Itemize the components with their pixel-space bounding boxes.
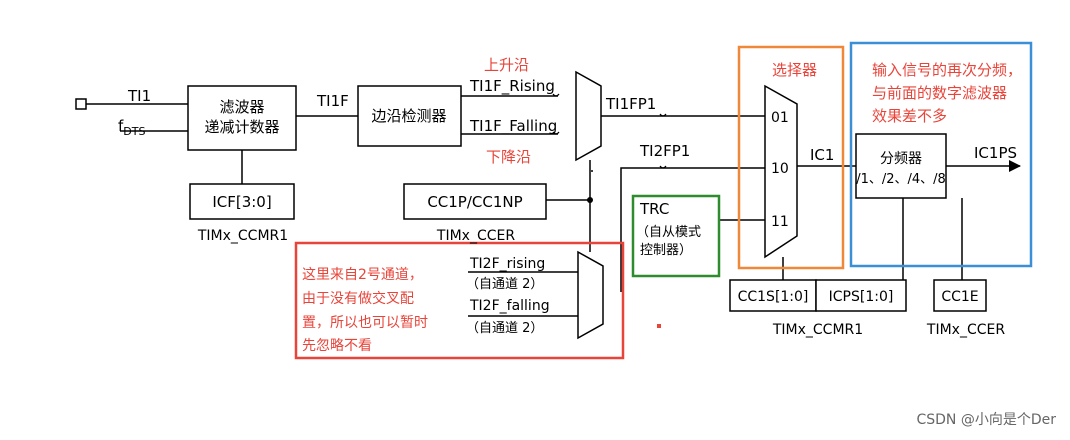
- cc1e-register-box: [933, 279, 987, 312]
- from-channel2-label-b: （自通道 2）: [466, 321, 543, 336]
- selector-highlight: [737, 45, 845, 270]
- cc1e-label: CC1E: [941, 289, 978, 305]
- ch2-note-line4: 先忽略不看: [302, 338, 372, 354]
- filter-block: [187, 85, 297, 151]
- mux-input-01: 01: [771, 110, 789, 126]
- red-dot: [657, 324, 661, 328]
- timx-ccmr1-left-label: TIMx_CCMR1: [197, 228, 288, 244]
- cc1p-register-box: [403, 183, 547, 220]
- prescale-note-line1: 输入信号的再次分频，: [872, 61, 1022, 79]
- icps-register-box: [815, 279, 907, 312]
- trc-line2: 控制器）: [640, 243, 692, 258]
- trc-line1: （自从模式: [636, 225, 701, 240]
- trc-title: TRC: [639, 200, 669, 218]
- falling-edge-annotation: 下降沿: [486, 148, 531, 166]
- junction-dot: [587, 197, 593, 203]
- edge-select-mux: [575, 70, 602, 162]
- ti2f-rising-label: TI2F_rising: [469, 256, 545, 272]
- ic1-label: IC1: [810, 146, 834, 164]
- timx-ccer-left-label: TIMx_CCER: [436, 228, 515, 244]
- wires: [86, 95, 1021, 317]
- timx-ccmr1-right-label: TIMx_CCMR1: [772, 322, 863, 338]
- selector-annotation: 选择器: [772, 61, 817, 79]
- ti1-input-port: [75, 98, 87, 110]
- icps-label: ICPS[1:0]: [829, 289, 894, 305]
- prescale-note-line3: 效果差不多: [872, 107, 947, 125]
- prescaler-highlight: [849, 41, 1033, 268]
- cc1s-label: CC1S[1:0]: [738, 289, 809, 305]
- edge-detector-block: [357, 85, 462, 147]
- ti1-label: TI1: [127, 87, 151, 105]
- ti1f-falling-label: TI1F_Falling: [469, 117, 557, 136]
- ic1-source-mux: [764, 84, 798, 259]
- icf-label: ICF[3:0]: [212, 193, 271, 211]
- ch2-note-line3: 置，所以也可以暂时: [302, 315, 428, 331]
- timx-ccer-right-label: TIMx_CCER: [926, 322, 1005, 338]
- ch2-edge-select-mux: [577, 250, 604, 340]
- fdts-label: fDTS: [118, 117, 145, 138]
- ch2-note-line1: 这里来自2号通道，: [302, 266, 423, 283]
- prescaler-block: [855, 133, 947, 199]
- filter-label-line1: 滤波器: [219, 98, 264, 116]
- trc-box: [631, 194, 721, 278]
- ti1f-rising-label: TI1F_Rising: [469, 77, 555, 96]
- bridge-marks: [552, 93, 667, 169]
- prescale-note-line2: 与前面的数字滤波器: [872, 84, 1007, 102]
- mux-input-11: 11: [771, 214, 789, 230]
- ti1fp1-label: TI1FP1: [605, 95, 656, 113]
- cc1p-label: CC1P/CC1NP: [427, 193, 522, 211]
- from-channel2-label-a: （自通道 2）: [466, 277, 543, 292]
- ti2f-falling-label: TI2F_falling: [469, 298, 550, 314]
- filter-label-line2: 递减计数器: [204, 118, 279, 136]
- ic1ps-label: IC1PS: [974, 144, 1017, 162]
- watermark: CSDN @小向是个Der: [916, 412, 1056, 428]
- mux-input-10: 10: [771, 161, 789, 177]
- ch2-note-line2: 由于没有做交叉配: [302, 290, 414, 307]
- ti2fp1-label: TI2FP1: [639, 142, 690, 160]
- prescaler-label-line1: 分频器: [880, 151, 922, 167]
- prescaler-label-line2: /1、/2、/4、/8: [856, 172, 946, 187]
- ti1f-label: TI1F: [316, 92, 349, 110]
- rising-edge-annotation: 上升沿: [484, 56, 529, 74]
- cc1s-register-box: [729, 279, 817, 312]
- icf-register-box: [189, 183, 295, 220]
- edge-detector-label: 边沿检测器: [371, 107, 446, 125]
- channel2-note-frame: [294, 241, 625, 360]
